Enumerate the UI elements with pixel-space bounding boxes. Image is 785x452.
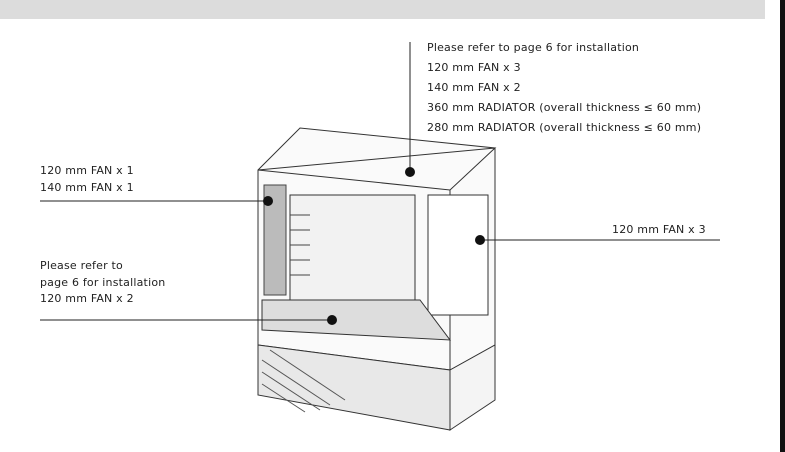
callout-dot-rear [263, 196, 273, 206]
callout-dot-top [405, 167, 415, 177]
label-line: 140 mm FAN x 2 [427, 81, 521, 94]
label-line: 140 mm FAN x 1 [40, 180, 134, 194]
section-header-band [0, 0, 765, 19]
rear-mount-label: 120 mm FAN x 1 140 mm FAN x 1 [40, 163, 134, 196]
bottom-mount-label: Please refer to page 6 for installation … [40, 258, 165, 308]
label-line: Please refer to page 6 for installation [427, 41, 640, 54]
callout-dot-bottom [327, 315, 337, 325]
label-line: page 6 for installation [40, 275, 166, 289]
label-line: 120 mm FAN x 1 [40, 164, 134, 177]
label-line: 120 mm FAN x 3 [612, 223, 706, 236]
top-mount-label: Please refer to page 6 for installation … [427, 38, 701, 138]
callout-dot-side [475, 235, 485, 245]
label-line: 120 mm FAN x 3 [427, 61, 521, 74]
label-line: 120 mm FAN x 2 [40, 292, 134, 305]
page-edge-bar [780, 0, 785, 452]
label-line: Please refer to [40, 259, 123, 272]
label-line: 360 mm RADIATOR (overall thickness ≤ 60 … [427, 101, 702, 114]
label-line: 280 mm RADIATOR (overall thickness ≤ 60 … [427, 121, 702, 134]
side-mount-label: 120 mm FAN x 3 [612, 220, 706, 240]
